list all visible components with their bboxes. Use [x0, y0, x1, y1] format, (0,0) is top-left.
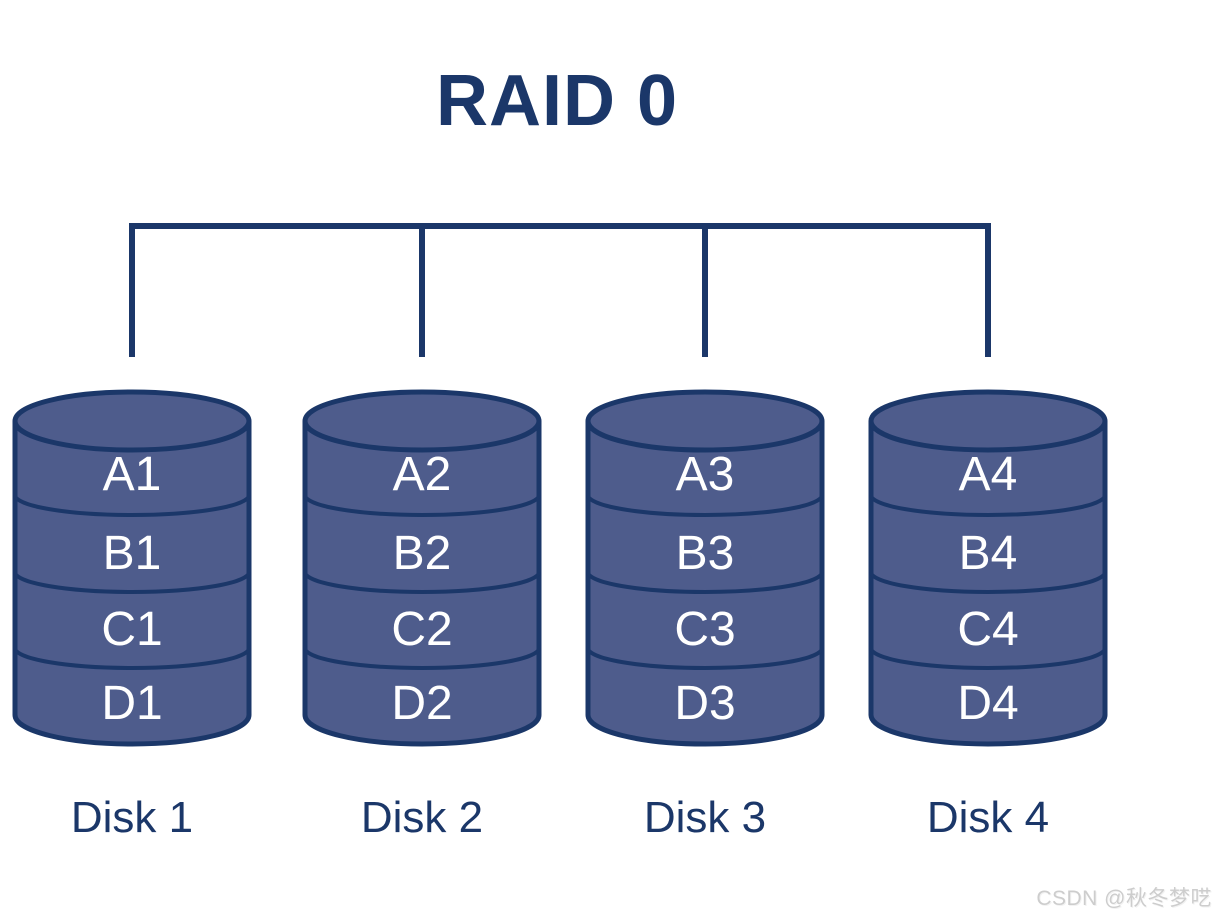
disk-name-1: Disk 1	[70, 793, 194, 842]
disk-divider	[303, 571, 541, 594]
disk-cylinder-body	[585, 421, 825, 747]
bracket-drop-line-4	[985, 223, 991, 357]
disk-3: A3 B3 C3 D3	[585, 383, 825, 751]
disk-name-4: Disk 4	[926, 793, 1050, 842]
disk-cylinder-top	[585, 389, 825, 453]
bracket-drop-line-3	[702, 223, 708, 357]
disk-divider	[13, 494, 251, 517]
block-label: D3	[674, 677, 735, 730]
block-label: B3	[676, 527, 735, 580]
disk-divider	[869, 494, 1107, 517]
disk-cylinder-body	[868, 421, 1108, 747]
block-label: A4	[959, 448, 1018, 501]
disk-divider	[586, 494, 824, 517]
disk-cylinder-icon: A3 B3 C3 D3	[585, 389, 825, 747]
bracket-drop-line-1	[129, 223, 135, 357]
disk-divider	[13, 571, 251, 594]
disk-1: A1 B1 C1 D1	[12, 383, 252, 751]
diagram-title: RAID 0	[435, 61, 679, 141]
disk-4: A4 B4 C4 D4	[868, 383, 1108, 751]
block-label: A3	[676, 448, 735, 501]
disk-cylinder-top	[868, 389, 1108, 453]
bracket-horizontal-line	[129, 223, 991, 229]
disk-divider	[586, 571, 824, 594]
disk-cylinder-icon: A4 B4 C4 D4	[868, 389, 1108, 747]
disk-divider	[869, 571, 1107, 594]
bracket-drop-line-2	[419, 223, 425, 357]
disk-name-2: Disk 2	[360, 793, 484, 842]
block-label: D2	[391, 677, 452, 730]
disk-divider	[13, 647, 251, 670]
disk-cylinder-icon: A1 B1 C1 D1	[12, 389, 252, 747]
block-label: C4	[957, 603, 1018, 656]
disk-cylinder-top	[12, 389, 252, 453]
disk-cylinder-body	[302, 421, 542, 747]
block-label: C1	[101, 603, 162, 656]
disk-2: A2 B2 C2 D2	[302, 383, 542, 751]
disk-cylinder-icon: A2 B2 C2 D2	[302, 389, 542, 747]
disk-name-3: Disk 3	[643, 793, 767, 842]
block-label: D1	[101, 677, 162, 730]
block-label: C3	[674, 603, 735, 656]
disk-divider	[303, 647, 541, 670]
disk-cylinder-body	[12, 421, 252, 747]
watermark: CSDN @秋冬梦呓	[1036, 887, 1212, 910]
block-label: A1	[103, 448, 162, 501]
block-label: D4	[957, 677, 1018, 730]
disk-divider	[586, 647, 824, 670]
disk-cylinder-top	[302, 389, 542, 453]
block-label: B1	[103, 527, 162, 580]
block-label: A2	[393, 448, 452, 501]
block-label: B4	[959, 527, 1018, 580]
block-label: B2	[393, 527, 452, 580]
disk-divider	[869, 647, 1107, 670]
disk-divider	[303, 494, 541, 517]
block-label: C2	[391, 603, 452, 656]
